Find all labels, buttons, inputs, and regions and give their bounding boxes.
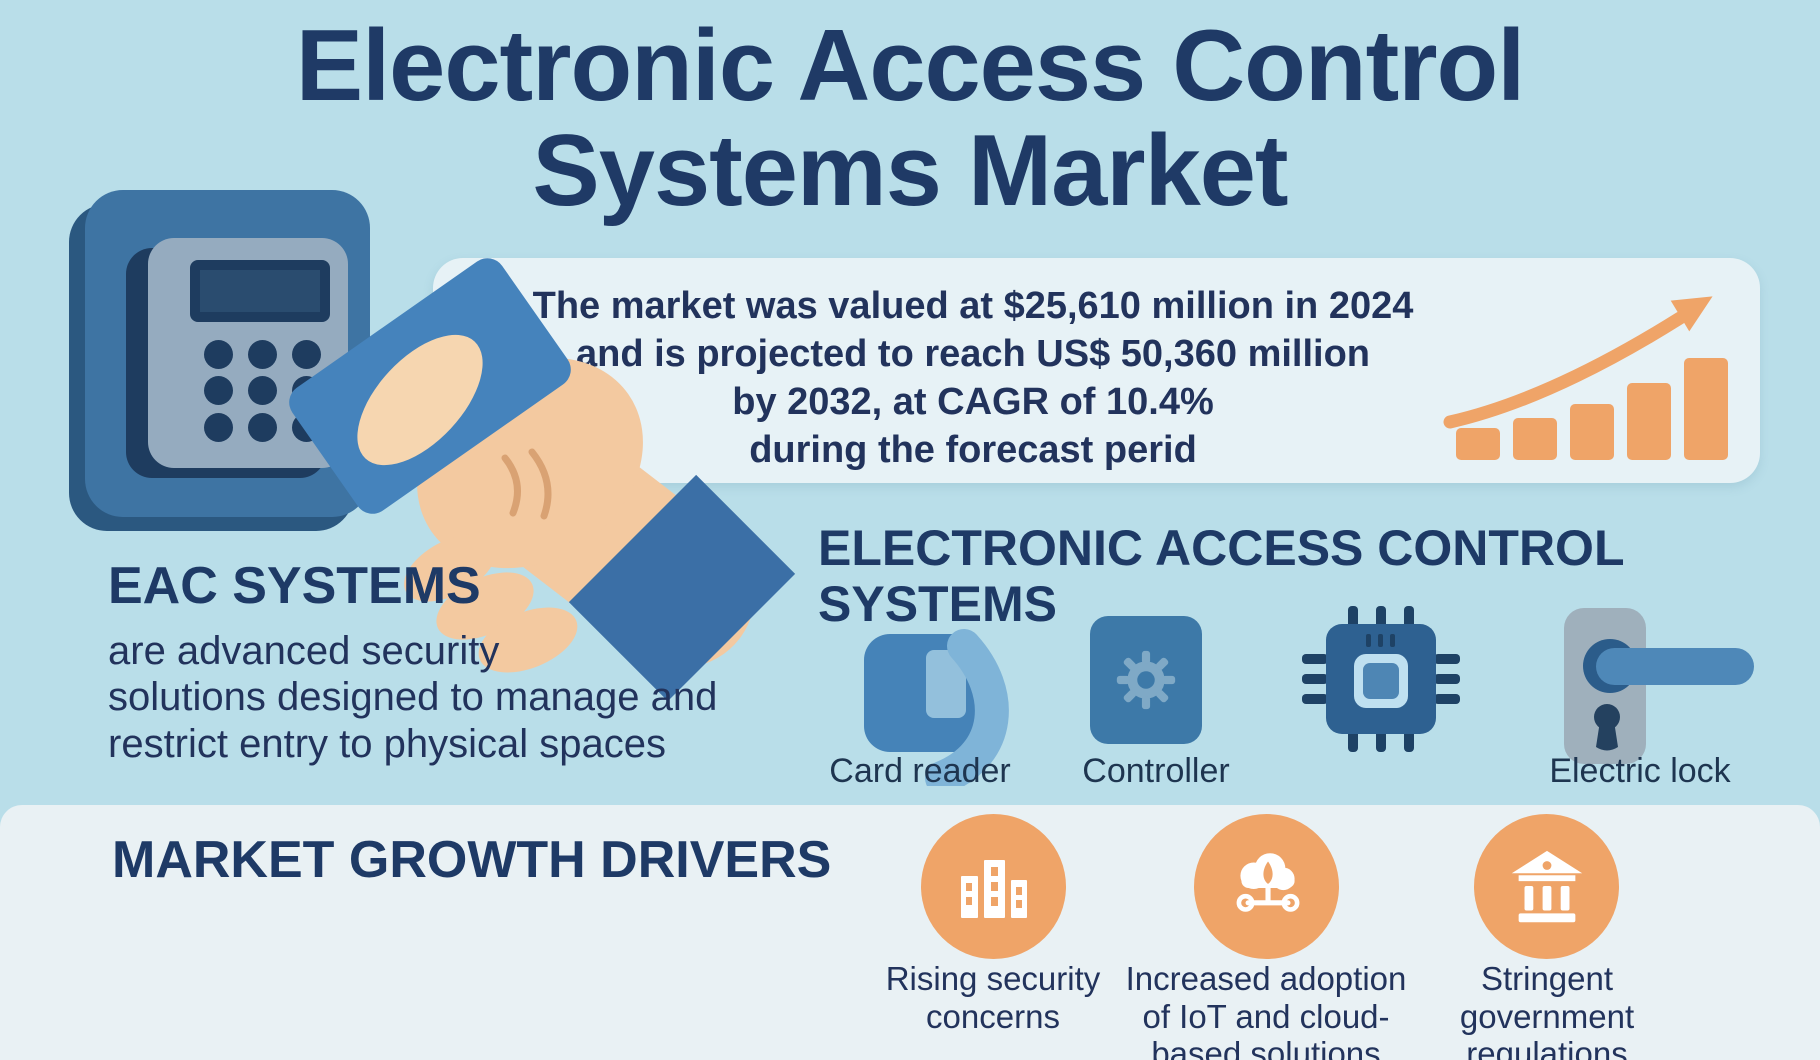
card-reader-icon	[864, 629, 1009, 786]
trend-arrow-curve	[1443, 311, 1687, 429]
growth-bar	[1513, 418, 1557, 460]
card-reader-label: Card reader	[829, 752, 1011, 790]
keypad-key	[291, 339, 321, 369]
driver-label-regulations: Stringent government regulations	[1459, 960, 1635, 1060]
page-title: Electronic Access Control Systems Market	[0, 10, 1820, 228]
buildings-icon	[960, 859, 1027, 918]
hand-crease	[528, 448, 552, 520]
keypad-display	[190, 260, 330, 322]
keypad-key	[247, 413, 277, 443]
driver-label-iot: Increased adoption of IoT and cloud- bas…	[1125, 960, 1407, 1060]
keypad-key	[203, 413, 233, 443]
growth-bar	[1570, 404, 1614, 460]
driver-circle-iot	[1194, 814, 1339, 959]
chip-icon	[1302, 606, 1460, 752]
market-summary-text: The market was valued at $25,610 million…	[532, 285, 1414, 471]
gear-icon	[1116, 650, 1176, 710]
growth-trend-chart	[1443, 296, 1728, 460]
keypad-key	[247, 339, 277, 369]
keypad-key	[247, 376, 277, 406]
growth-bars	[1456, 358, 1728, 460]
keypad-buttons	[196, 336, 328, 446]
eac-systems-heading: EAC SYSTEMS	[108, 557, 481, 615]
driver-circle-security	[921, 814, 1066, 959]
driver-label-security: Rising security concerns	[885, 960, 1101, 1035]
eac-systems-description: are advanced security solutions designed…	[108, 629, 718, 766]
growth-bar	[1456, 428, 1500, 460]
keypad-key	[203, 376, 233, 406]
bank-icon	[1511, 850, 1582, 922]
hand-crease	[501, 454, 521, 517]
driver-circle-regulations	[1474, 814, 1619, 959]
drivers-heading: MARKET GROWTH DRIVERS	[112, 831, 832, 889]
electric-lock-icon	[1564, 608, 1754, 764]
thumb	[357, 334, 483, 466]
keypad-key	[203, 339, 233, 369]
controller-icon	[1090, 616, 1202, 744]
growth-bar	[1627, 383, 1671, 460]
controller-label: Controller	[1082, 752, 1230, 790]
finger	[478, 607, 578, 673]
page-title-line-2: Systems Market	[532, 115, 1288, 228]
sleeve	[568, 474, 796, 702]
electric-lock-label: Electric lock	[1549, 752, 1731, 790]
page-title-line-1: Electronic Access Control	[295, 10, 1526, 122]
trend-arrow-head	[1670, 296, 1713, 332]
cloud-iot-icon	[1236, 852, 1299, 912]
growth-bar	[1684, 358, 1728, 460]
components-heading: ELECTRONIC ACCESS CONTROL SYSTEMS	[818, 520, 1625, 632]
hand-with-card-illustration	[289, 258, 796, 702]
